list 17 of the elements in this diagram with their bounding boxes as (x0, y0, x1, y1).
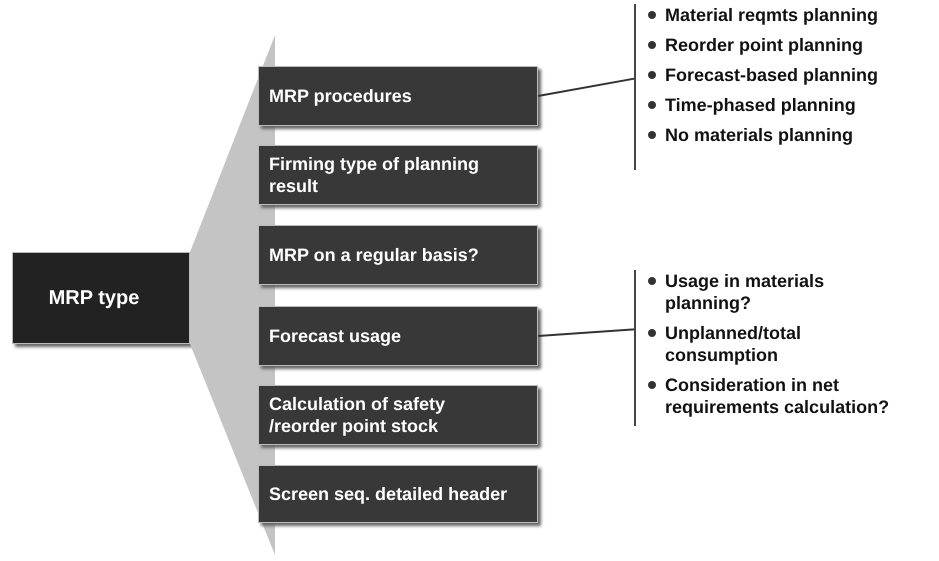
list-item: Reorder point planning (665, 34, 863, 56)
list-item: Material reqmts planning (665, 4, 878, 26)
connector-line (538, 328, 634, 337)
list-item: Consideration in net requirements calculation? (665, 374, 890, 418)
connector-line (538, 78, 634, 97)
list-item: Forecast-based planning (665, 64, 878, 86)
process-box: Firming type of planning result (258, 145, 538, 205)
process-box: MRP on a regular basis? (258, 225, 538, 285)
list-item: Time-phased planning (665, 94, 856, 116)
process-box: MRP procedures (258, 66, 538, 126)
main-box: MRP type (12, 252, 190, 344)
process-box: Screen seq. detailed header (258, 465, 538, 523)
process-box: Forecast usage (258, 306, 538, 366)
process-box: Calculation of safety /reorder point stock (258, 385, 538, 445)
list-item: No materials planning (665, 124, 854, 146)
list-item: Unplanned/total consumption (665, 322, 802, 366)
list-item: Usage in materials planning? (665, 270, 826, 314)
